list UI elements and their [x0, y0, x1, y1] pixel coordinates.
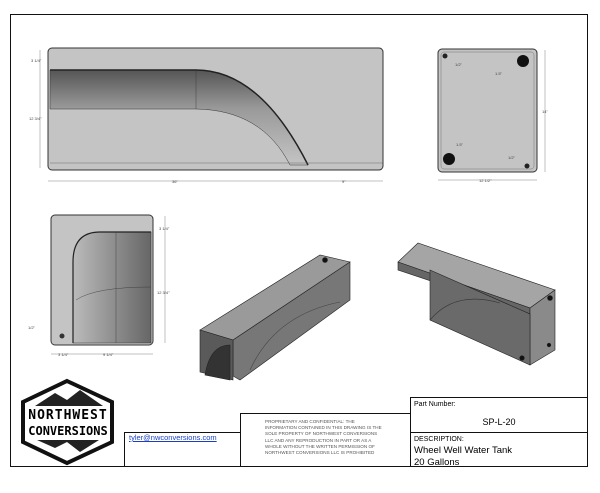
logo-hexagon-icon: [21, 378, 114, 466]
dim-label: 12 3/4": [29, 116, 42, 121]
confidential-notice: PROPRIETARY AND CONFIDENTIAL: THE INFORM…: [265, 419, 382, 456]
company-logo: NORTHWEST CONVERSIONS: [15, 378, 120, 466]
dim-label: 3 1/4": [31, 58, 42, 63]
logo-text-conversions: CONVERSIONS: [28, 424, 108, 438]
email-link[interactable]: tyler@nwconversions.com: [129, 433, 217, 442]
dim-label: 1.5": [495, 71, 503, 76]
side-view: 3 1/4" 12 3/4" 1/2" 3 1/4" 9 1/4": [28, 214, 170, 357]
dim-label: 1/2": [508, 155, 516, 160]
dim-label: 1/2": [28, 325, 36, 330]
dim-label: 1.5": [456, 142, 464, 147]
email-cell: tyler@nwconversions.com: [124, 432, 242, 467]
dim-label: 14": [542, 109, 548, 114]
part-number-value: SP-L-20: [482, 417, 516, 427]
logo-text-northwest: NORTHWEST: [28, 408, 108, 423]
dim-label: 36": [172, 179, 178, 184]
dim-label: 1/2": [455, 62, 463, 67]
dim-label: 9": [342, 179, 346, 184]
description-line1: Wheel Well Water Tank: [414, 445, 513, 456]
dim-label: 3 1/4": [58, 352, 69, 357]
dim-label: 3 1/4": [159, 226, 170, 231]
isometric-view-front: [199, 254, 351, 381]
isometric-view-rear: [397, 242, 556, 366]
confidential-notice-cell: PROPRIETARY AND CONFIDENTIAL: THE INFORM…: [240, 413, 412, 467]
description-label: DESCRIPTION:: [414, 436, 464, 443]
part-number-label: Part Number:: [414, 401, 456, 408]
dim-label: 9 1/4": [103, 352, 114, 357]
dim-label: 12 1/2": [479, 178, 492, 183]
description-line2: 20 Gallons: [414, 457, 460, 468]
top-view: 3 1/4" 12 3/4" 36" 9": [29, 47, 384, 184]
dim-label: 12 3/4": [157, 290, 170, 295]
part-number-cell: Part Number: SP-L-20: [410, 397, 588, 434]
description-cell: DESCRIPTION: Wheel Well Water Tank 20 Ga…: [410, 432, 588, 468]
end-view: 1/2" 1.5" 1.5" 1/2" 14" 12 1/2": [437, 48, 548, 183]
